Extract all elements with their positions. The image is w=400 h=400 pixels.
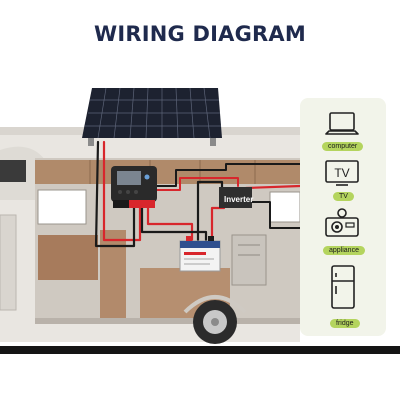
device-label-computer: computer	[322, 142, 364, 151]
device-label-tv: TV	[333, 192, 354, 201]
rv-floor	[35, 318, 300, 324]
kitchen-unit	[231, 234, 267, 286]
laptop-icon	[325, 112, 359, 135]
wire-ac-neutral	[251, 201, 301, 229]
charge-controller	[111, 166, 157, 208]
battery	[179, 236, 221, 272]
window-left	[37, 189, 87, 225]
pantry-door	[100, 230, 126, 320]
page-title: WIRING DIAGRAM	[94, 22, 306, 46]
solar-panel	[82, 87, 222, 146]
svg-text:TV: TV	[334, 166, 349, 180]
wiring	[94, 140, 302, 248]
wire-inverter-negative	[196, 180, 224, 242]
cab-window	[0, 160, 26, 182]
device-label-fridge: fridge	[330, 319, 360, 328]
inverter-label: Inverter	[224, 195, 254, 204]
wire-pv-negative	[94, 140, 136, 248]
rv-door	[0, 214, 17, 311]
wire-battery-negative	[140, 206, 208, 242]
wire-load-positive	[149, 177, 239, 191]
wire-ac-out	[244, 184, 302, 190]
tv-icon: TV	[325, 160, 359, 186]
fridge-icon	[331, 265, 355, 309]
bench-seat	[38, 235, 98, 280]
wire-pv-positive	[102, 140, 142, 242]
device-label-appliance: appliance	[323, 246, 365, 255]
wire-load-negative	[149, 163, 301, 187]
camera-icon	[325, 208, 359, 237]
inverter-box	[219, 187, 252, 208]
window-right	[269, 191, 301, 223]
ground-line	[0, 346, 400, 354]
